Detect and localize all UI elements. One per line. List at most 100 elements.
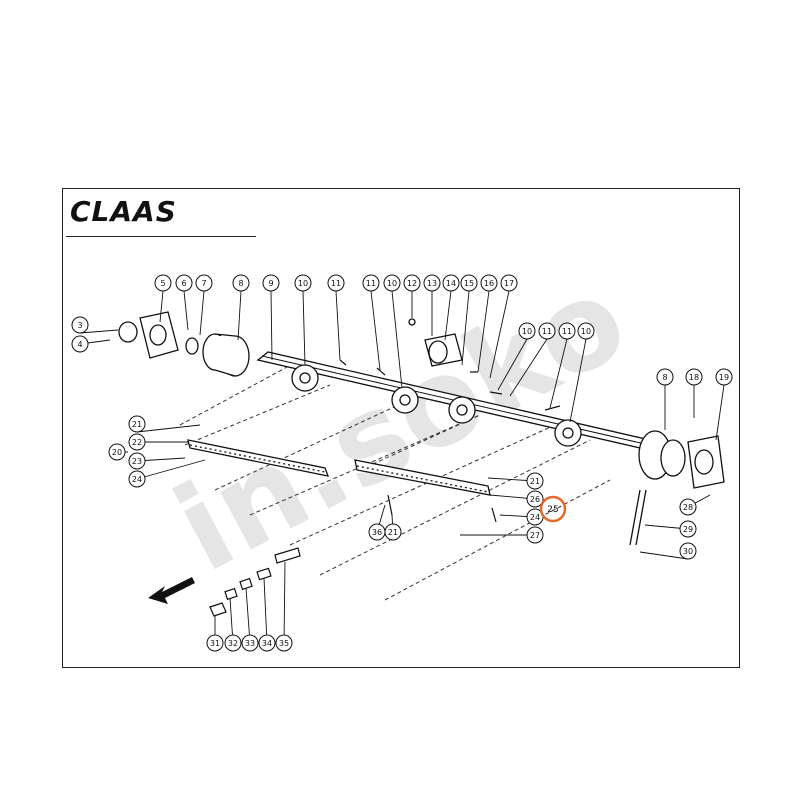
callout-label: 11 (366, 279, 376, 288)
callout-c30[interactable]: 30 (679, 542, 697, 560)
callout-circle (128, 452, 146, 470)
callout-c35[interactable]: 35 (275, 634, 293, 652)
callout-label: 8 (662, 373, 667, 382)
callout-c13[interactable]: 13 (423, 274, 441, 292)
callout-c10b[interactable]: 10 (383, 274, 401, 292)
callout-c16[interactable]: 16 (480, 274, 498, 292)
callout-c34[interactable]: 34 (258, 634, 276, 652)
callout-label: 6 (181, 279, 186, 288)
callout-circle (460, 274, 478, 292)
callout-circle (327, 274, 345, 292)
callout-c32[interactable]: 32 (224, 634, 242, 652)
callout-c10c[interactable]: 10 (518, 322, 536, 340)
callout-c24b[interactable]: 24 (526, 508, 544, 526)
left-bearing-plate (118, 311, 199, 359)
direction-arrow-icon (148, 577, 195, 604)
callout-label: 24 (132, 475, 142, 484)
highlight-callout[interactable]: 25 (539, 495, 567, 523)
callout-circle (526, 472, 544, 490)
callout-circle (258, 634, 276, 652)
callout-c23[interactable]: 23 (128, 452, 146, 470)
callout-c21c[interactable]: 21 (384, 523, 402, 541)
callout-label: 12 (407, 279, 417, 288)
callout-circle (128, 433, 146, 451)
callout-label: 17 (504, 279, 514, 288)
leader-line-c35 (283, 561, 286, 644)
leader-line-c10a (302, 290, 306, 366)
callout-c11c[interactable]: 11 (538, 322, 556, 340)
callout-circle (128, 415, 146, 433)
callout-c11b[interactable]: 11 (362, 274, 380, 292)
callout-c20[interactable]: 20 (108, 443, 126, 461)
callout-label: 32 (228, 639, 238, 648)
callout-circle (195, 274, 213, 292)
small-parts (209, 359, 561, 617)
callout-label: 10 (581, 327, 591, 336)
callout-c36[interactable]: 36 (368, 523, 386, 541)
callout-label: 27 (530, 531, 540, 540)
callout-c26[interactable]: 26 (526, 490, 544, 508)
callout-label: 18 (689, 373, 699, 382)
callout-c27[interactable]: 27 (526, 526, 544, 544)
callout-c5[interactable]: 5 (154, 274, 172, 292)
leader-line-c11b (370, 290, 381, 371)
callout-circle (224, 634, 242, 652)
leader-line-c10d (569, 338, 587, 423)
callout-c21b[interactable]: 21 (526, 472, 544, 490)
callout-label: 21 (530, 477, 540, 486)
callout-label: 3 (77, 321, 82, 330)
callout-label: 20 (112, 448, 122, 457)
callout-label: 24 (530, 513, 540, 522)
callout-c18[interactable]: 18 (685, 368, 703, 386)
callout-c15[interactable]: 15 (460, 274, 478, 292)
callout-circle (538, 322, 556, 340)
callout-circle (679, 542, 697, 560)
leader-line-c17 (489, 290, 510, 379)
callout-c8a[interactable]: 8 (232, 274, 250, 292)
callout-c8b[interactable]: 8 (656, 368, 674, 386)
callout-circle (384, 523, 402, 541)
callout-c10d[interactable]: 10 (577, 322, 595, 340)
callout-c28[interactable]: 28 (679, 498, 697, 516)
callout-circle (526, 526, 544, 544)
callout-c4[interactable]: 4 (71, 335, 89, 353)
callout-c29[interactable]: 29 (679, 520, 697, 538)
callout-label: 16 (484, 279, 494, 288)
callout-c31[interactable]: 31 (206, 634, 224, 652)
callout-circle (480, 274, 498, 292)
sprockets (291, 364, 582, 447)
callout-circle (500, 274, 518, 292)
callout-label: 4 (77, 340, 82, 349)
callout-c22[interactable]: 22 (128, 433, 146, 451)
callout-c7[interactable]: 7 (195, 274, 213, 292)
callout-c14[interactable]: 14 (442, 274, 460, 292)
callout-circle (577, 322, 595, 340)
callout-c11a[interactable]: 11 (327, 274, 345, 292)
callout-label: 31 (210, 639, 220, 648)
callout-c33[interactable]: 33 (241, 634, 259, 652)
callout-circle (679, 498, 697, 516)
callout-label: 30 (683, 547, 693, 556)
callout-c17[interactable]: 17 (500, 274, 518, 292)
center-bearing (408, 318, 463, 367)
callout-c21a[interactable]: 21 (128, 415, 146, 433)
callout-c11d[interactable]: 11 (558, 322, 576, 340)
callout-circle (71, 335, 89, 353)
callout-label: 14 (446, 279, 456, 288)
callout-c3[interactable]: 3 (71, 316, 89, 334)
callout-c12[interactable]: 12 (403, 274, 421, 292)
callout-circle (383, 274, 401, 292)
callout-label: 5 (160, 279, 165, 288)
leader-line-c30 (639, 551, 689, 560)
brand-logo: CLAAS (70, 195, 177, 228)
callout-circle (71, 316, 89, 334)
callout-c9[interactable]: 9 (262, 274, 280, 292)
callout-c10a[interactable]: 10 (294, 274, 312, 292)
callout-c19[interactable]: 19 (715, 368, 733, 386)
leader-line-c5 (159, 290, 164, 323)
callout-c24a[interactable]: 24 (128, 470, 146, 488)
callout-label: 7 (201, 279, 206, 288)
callout-c6[interactable]: 6 (175, 274, 193, 292)
